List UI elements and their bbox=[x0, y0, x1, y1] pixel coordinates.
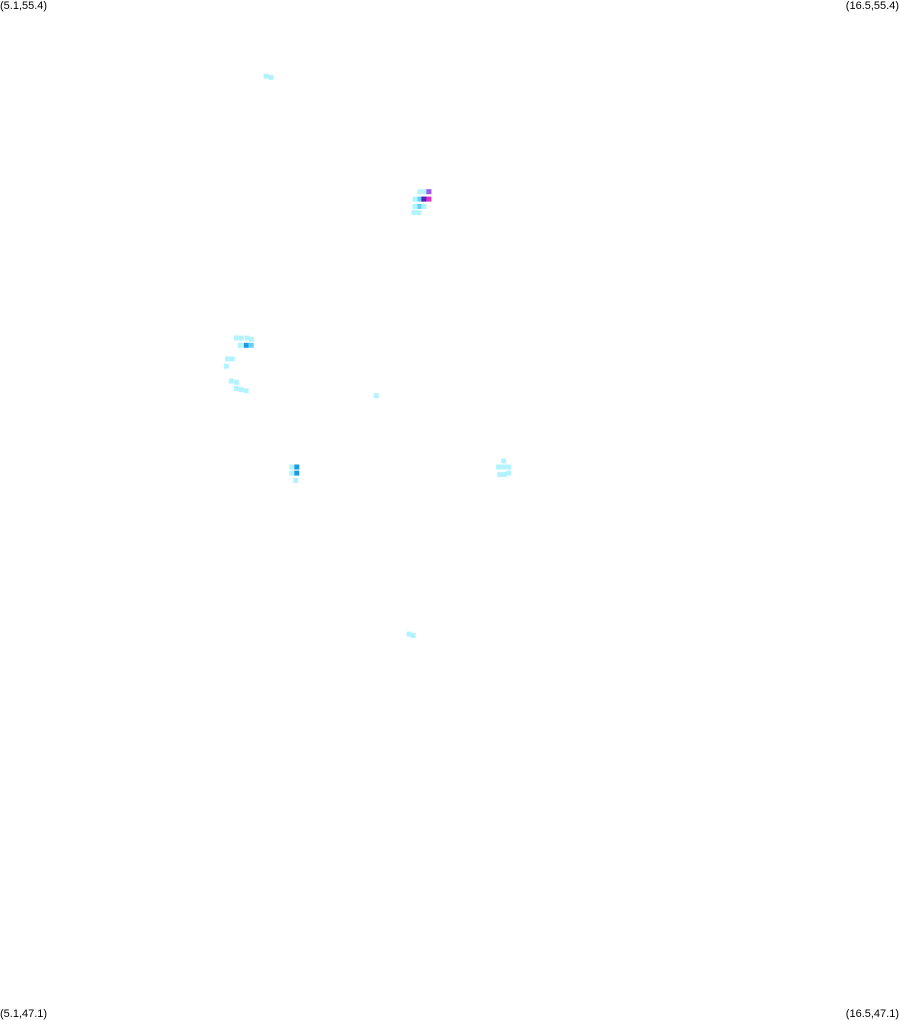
heat-cell bbox=[294, 464, 300, 470]
heat-cell bbox=[410, 632, 416, 638]
heat-cell bbox=[416, 196, 422, 202]
heat-cell bbox=[293, 478, 299, 483]
heat-cell bbox=[233, 335, 239, 341]
heat-cell bbox=[426, 196, 432, 202]
heat-cell bbox=[501, 464, 507, 470]
heat-cell bbox=[238, 335, 244, 341]
heat-cell bbox=[422, 189, 428, 195]
heat-cell bbox=[228, 378, 234, 384]
heat-cell bbox=[496, 464, 502, 470]
heat-cell bbox=[417, 204, 423, 209]
heat-cell bbox=[289, 470, 295, 476]
heat-cell bbox=[406, 631, 412, 637]
heat-cell bbox=[238, 387, 244, 393]
heat-cell bbox=[502, 471, 508, 477]
heat-cell bbox=[233, 379, 239, 385]
heat-cell bbox=[243, 388, 249, 394]
heat-cell bbox=[263, 73, 269, 79]
heat-cell bbox=[237, 342, 243, 348]
heat-cell bbox=[506, 470, 512, 476]
corner-label-bottom-left: (5.1,47.1) bbox=[0, 1008, 48, 1020]
heat-cell bbox=[411, 210, 417, 216]
heat-cell bbox=[248, 336, 254, 342]
heat-cell bbox=[426, 189, 432, 195]
heat-cell bbox=[421, 204, 427, 209]
heat-cell bbox=[497, 471, 503, 477]
heat-cell bbox=[506, 464, 512, 470]
heat-cell bbox=[412, 204, 418, 209]
heat-cell bbox=[416, 210, 422, 216]
heat-cell bbox=[417, 189, 423, 195]
heat-cell bbox=[294, 470, 300, 476]
heat-cell bbox=[373, 393, 379, 399]
heat-cell bbox=[244, 335, 250, 341]
heat-cell bbox=[229, 356, 235, 362]
heat-cell bbox=[421, 196, 427, 202]
corner-label-top-left: (5.1,55.4) bbox=[0, 0, 48, 12]
heat-cell bbox=[248, 342, 254, 348]
corner-label-bottom-right: (16.5,47.1) bbox=[845, 1008, 899, 1020]
heat-cell bbox=[289, 464, 295, 470]
heat-cell bbox=[268, 74, 274, 80]
heat-cell bbox=[412, 196, 418, 202]
corner-label-top-right: (16.5,55.4) bbox=[845, 0, 899, 12]
heat-cell bbox=[501, 458, 507, 464]
heat-cell bbox=[243, 342, 249, 348]
heat-cell bbox=[223, 363, 229, 369]
heat-cell bbox=[224, 356, 230, 362]
heat-cell bbox=[233, 385, 239, 391]
